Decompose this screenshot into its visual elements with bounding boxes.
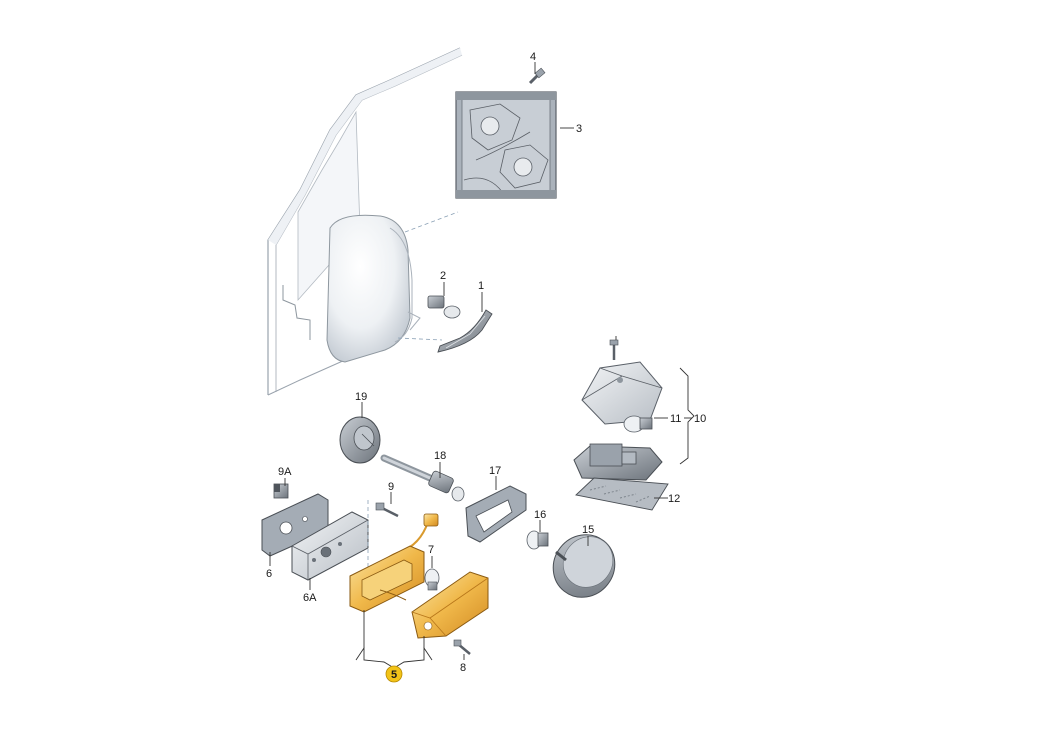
part-17-holder-frame[interactable] bbox=[465, 485, 527, 543]
part-12-gasket[interactable] bbox=[575, 477, 669, 511]
part-3-mirror-adjuster-unit[interactable] bbox=[455, 91, 557, 199]
label-2: 2 bbox=[440, 270, 446, 282]
part-9-screw[interactable] bbox=[375, 502, 399, 518]
label-15: 15 bbox=[582, 524, 594, 536]
label-11: 11 bbox=[670, 413, 681, 425]
label-6: 6 bbox=[266, 568, 272, 580]
part-10-lamp-base[interactable] bbox=[573, 443, 663, 481]
callout-labels: 4 3 2 1 11 10 12 19 18 17 16 15 9A 9 7 6… bbox=[266, 51, 706, 674]
leader-lines bbox=[269, 62, 692, 660]
part-10-roof-lamp-housing[interactable] bbox=[581, 361, 663, 425]
label-17: 17 bbox=[489, 465, 501, 477]
part-11-bulb[interactable] bbox=[623, 415, 653, 433]
part-19-grommet[interactable] bbox=[339, 416, 381, 464]
part-1-mirror-indicator-lens[interactable] bbox=[437, 309, 493, 353]
label-3: 3 bbox=[576, 123, 582, 135]
part-6a-housing[interactable] bbox=[291, 511, 369, 581]
callout-badge-5[interactable]: 5 bbox=[385, 665, 403, 683]
label-8: 8 bbox=[460, 662, 466, 674]
assembly-guide-line bbox=[397, 337, 443, 341]
label-9a: 9A bbox=[278, 466, 292, 478]
label-7: 7 bbox=[428, 544, 434, 556]
label-9: 9 bbox=[388, 481, 394, 493]
label-16: 16 bbox=[534, 509, 546, 521]
part-15-side-marker-lamp[interactable] bbox=[541, 522, 628, 609]
part-18-bulb-socket[interactable] bbox=[380, 454, 465, 502]
label-19: 19 bbox=[355, 391, 367, 403]
label-12: 12 bbox=[668, 493, 680, 505]
label-10: 10 bbox=[694, 413, 706, 425]
part-7-bulb[interactable] bbox=[424, 568, 440, 591]
part-9a-clip[interactable] bbox=[273, 483, 289, 499]
leader-bracket-10 bbox=[679, 367, 695, 465]
leader-bracket-5 bbox=[355, 646, 433, 669]
part-5-side-turn-lamp-assembly[interactable] bbox=[349, 513, 489, 639]
label-5: 5 bbox=[391, 669, 397, 681]
label-1: 1 bbox=[478, 280, 484, 292]
part-4-screw[interactable] bbox=[528, 67, 546, 85]
label-6a: 6A bbox=[303, 592, 317, 604]
vehicle-door-outline bbox=[267, 47, 463, 396]
assembly-guide-line bbox=[404, 211, 459, 233]
mirror-housing bbox=[326, 214, 421, 363]
part-10-screw[interactable] bbox=[609, 339, 619, 360]
label-4: 4 bbox=[530, 51, 536, 63]
part-16-bulb[interactable] bbox=[526, 530, 549, 550]
label-18: 18 bbox=[434, 450, 446, 462]
part-8-screw[interactable] bbox=[453, 639, 471, 655]
part-2-bulb-holder[interactable] bbox=[427, 295, 461, 319]
